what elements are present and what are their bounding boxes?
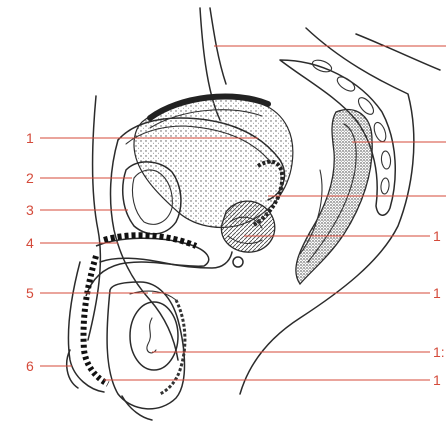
rectum-wall xyxy=(296,110,372,284)
label-1: 1 xyxy=(26,130,34,146)
rete-testis xyxy=(147,318,156,353)
sacral-segment-2 xyxy=(335,74,357,94)
perineum-line xyxy=(122,396,152,420)
testis xyxy=(107,282,185,409)
label-6: 6 xyxy=(26,358,34,374)
urethra-line xyxy=(100,252,232,268)
penile-shaft-hatch xyxy=(84,256,109,384)
label-right-3: 1: xyxy=(433,344,445,360)
label-2: 2 xyxy=(26,170,34,186)
back-skin-line xyxy=(356,34,440,70)
testis-body xyxy=(130,302,178,370)
label-right-2: 1 xyxy=(433,285,441,301)
abdomen-wall-line xyxy=(88,96,100,340)
sacral-segment-5 xyxy=(381,151,392,170)
left-labels: 1 2 3 4 5 6 xyxy=(26,130,34,374)
label-3: 3 xyxy=(26,202,34,218)
sacral-segment-4 xyxy=(372,121,388,143)
sacral-segment-1 xyxy=(311,58,333,74)
scrotum xyxy=(107,282,184,409)
label-4: 4 xyxy=(26,235,34,251)
right-labels: 1 1 1: 1 xyxy=(433,228,445,388)
right-leaders xyxy=(104,46,446,380)
prostate xyxy=(221,201,274,252)
bulbourethral-gland xyxy=(233,257,243,267)
label-right-4: 1 xyxy=(433,372,441,388)
label-5: 5 xyxy=(26,285,34,301)
label-right-1: 1 xyxy=(433,228,441,244)
rectum xyxy=(296,110,372,284)
coccyx-segment xyxy=(380,178,389,195)
